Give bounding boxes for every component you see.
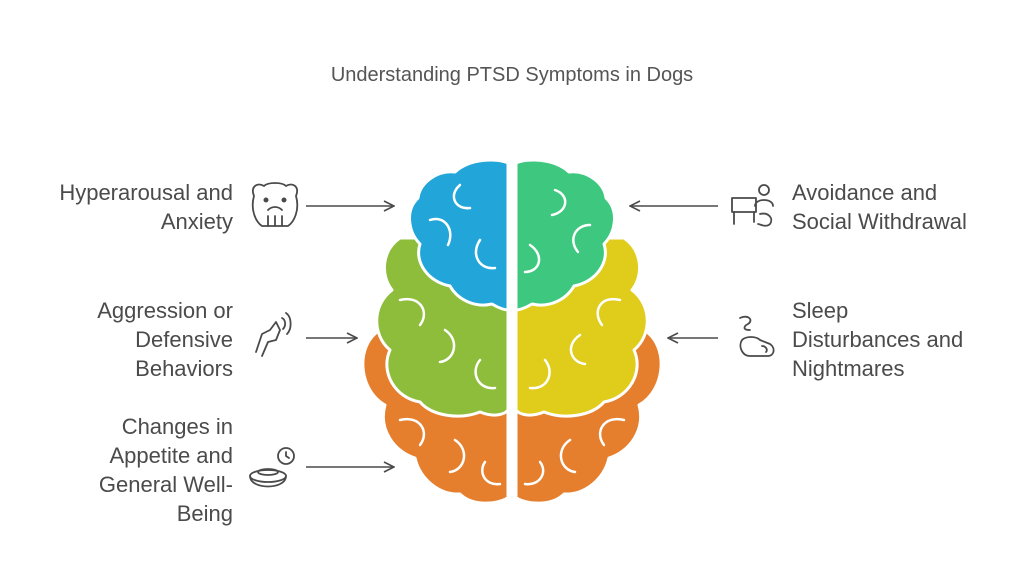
brain	[361, 158, 663, 505]
page-title: Understanding PTSD Symptoms in Dogs	[330, 64, 694, 86]
brain-region-blue-left	[408, 158, 510, 312]
sleeping-dog-icon	[739, 315, 775, 357]
brain-region-teal-right	[514, 158, 616, 312]
barking-dog-icon	[255, 312, 292, 357]
food-bowl-clock-icon	[249, 447, 295, 488]
dog-hiding-icon	[731, 184, 774, 227]
brain-folds	[398, 183, 626, 486]
scared-dog-icon	[251, 182, 299, 227]
